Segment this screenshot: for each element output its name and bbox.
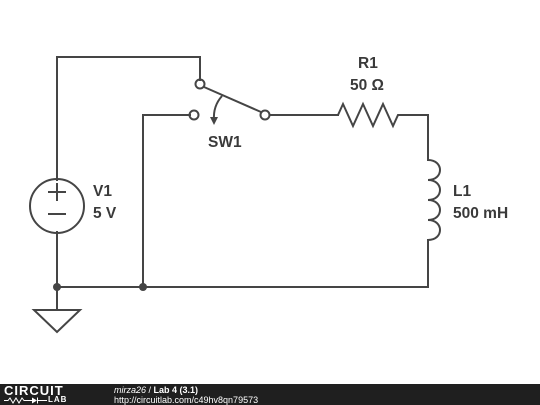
l1-value-label: 500 mH	[453, 205, 508, 222]
circuitlab-logo[interactable]: CIRCUIT LAB	[4, 384, 100, 405]
r1-name-label: R1	[358, 55, 378, 72]
switch-contact-left	[188, 109, 200, 121]
resistor-zigzag	[337, 101, 400, 129]
switch-arrow-head-icon	[210, 117, 218, 125]
v1-name-label: V1	[93, 183, 112, 200]
voltage-source-symbol	[29, 178, 85, 234]
logo-text-bottom: LAB	[48, 395, 68, 404]
sw1-name-label: SW1	[208, 134, 242, 151]
switch-contact-right	[259, 109, 271, 121]
wire-l1-bottom	[56, 239, 429, 288]
author-link[interactable]: mirza26	[114, 385, 147, 395]
circuit-meta: mirza26 / Lab 4 (3.1) http://circuitlab.…	[114, 385, 258, 405]
v1-value-label: 5 V	[93, 205, 117, 222]
circuit-schematic: V1 5 V SW1 R1 50 Ω L1 500 mH	[29, 55, 508, 334]
resistor-r1[interactable]	[337, 101, 400, 129]
ground-symbol[interactable]	[31, 309, 83, 334]
wire-top-left	[56, 56, 201, 181]
wire-r1-to-l1	[399, 114, 429, 161]
footer-bar: CIRCUIT LAB mirza26 / Lab 4 (3.1) http:/…	[0, 384, 540, 405]
wires	[56, 56, 429, 311]
r1-value-label: 50 Ω	[350, 77, 384, 94]
logo-text-top: CIRCUIT	[4, 383, 64, 398]
inductor-l1[interactable]	[427, 159, 441, 241]
switch-contact-common	[194, 78, 206, 90]
circuit-title: Lab 4 (3.1)	[153, 385, 199, 395]
logo-resistor-diode-icon	[4, 397, 47, 404]
ground-triangle	[31, 309, 83, 334]
inductor-coil	[427, 159, 441, 241]
circuit-url-link[interactable]: http://circuitlab.com/c49hv8qn79573	[114, 395, 259, 405]
junction-dot-left	[53, 283, 61, 291]
switch-blade	[203, 86, 262, 113]
l1-name-label: L1	[453, 183, 471, 200]
junction-dot-middle	[139, 283, 147, 291]
wire-switch-branch	[142, 114, 191, 288]
meta-title-line: mirza26 / Lab 4 (3.1)	[114, 385, 258, 395]
switch-sw1[interactable]	[188, 78, 271, 126]
switch-arrow-arc	[212, 95, 223, 121]
meta-separator: /	[146, 385, 154, 395]
voltage-source-v1[interactable]	[29, 178, 85, 234]
